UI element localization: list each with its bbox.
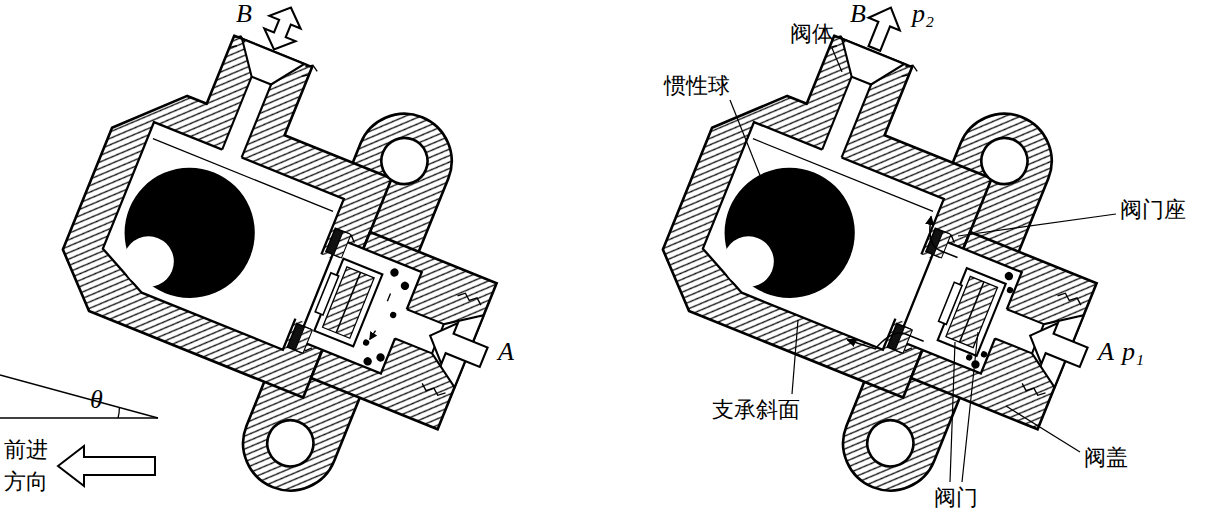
part-label: 支承斜面 — [712, 398, 800, 422]
direction-label: 前进 方向 — [4, 434, 50, 498]
part-label: 阀门座 — [1120, 198, 1186, 222]
part-label: 阀门 — [934, 486, 978, 510]
port-label: A — [1098, 338, 1114, 367]
part-label: 阀体 — [790, 22, 834, 46]
port-label: B — [236, 0, 252, 29]
part-label: 阀盖 — [1084, 446, 1128, 470]
angle-label: θ — [90, 386, 103, 415]
part-label: 惯性球 — [664, 74, 730, 98]
pressure-label: p₂ — [912, 0, 934, 29]
pressure-label: p₁ — [1122, 338, 1144, 367]
port-label: A — [498, 338, 514, 367]
port-label: B — [850, 0, 866, 29]
